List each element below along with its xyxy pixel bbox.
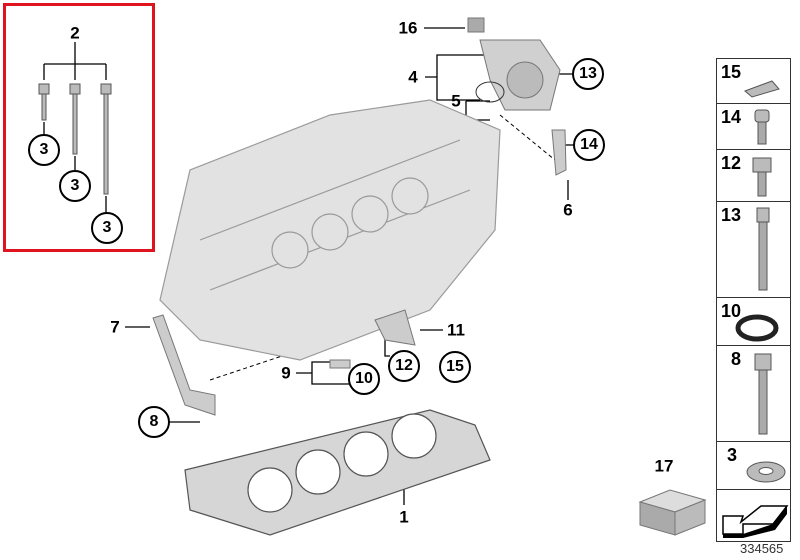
bracket-6 xyxy=(551,129,567,176)
washer-icon xyxy=(746,461,786,483)
callout-7[interactable]: 7 xyxy=(110,317,120,337)
part-tile-13[interactable]: 13 xyxy=(716,201,791,298)
navigation-arrow-button[interactable] xyxy=(716,489,791,542)
part-tile-14[interactable]: 14 xyxy=(716,103,791,150)
part-number: 10 xyxy=(721,301,742,321)
vacuum-pump xyxy=(467,17,561,111)
part-tile-12[interactable]: 12 xyxy=(716,149,791,202)
part-number: 12 xyxy=(721,153,742,173)
callout-12[interactable]: 12 xyxy=(388,350,420,382)
callout-9[interactable]: 9 xyxy=(281,363,291,383)
bolt-medium xyxy=(69,83,81,155)
small-parts-box xyxy=(638,489,707,536)
callout-6[interactable]: 6 xyxy=(563,200,573,220)
part-number: 13 xyxy=(721,205,742,225)
part-tile-8[interactable]: 8 xyxy=(716,345,791,442)
arrow-icon xyxy=(722,505,789,538)
sensor-9 xyxy=(329,359,351,369)
callout-2[interactable]: 2 xyxy=(70,23,80,43)
flange-bolt-icon xyxy=(754,353,772,435)
part-number: 8 xyxy=(731,349,742,369)
callout-8[interactable]: 8 xyxy=(138,406,170,438)
callout-15[interactable]: 15 xyxy=(439,351,471,383)
callout-13[interactable]: 13 xyxy=(572,58,604,90)
callout-1[interactable]: 1 xyxy=(399,507,409,527)
leader-lines xyxy=(43,27,575,505)
callout-3[interactable]: 3 xyxy=(91,212,123,244)
bracket-7 xyxy=(152,314,216,416)
callout-16[interactable]: 16 xyxy=(398,18,418,38)
callout-3[interactable]: 3 xyxy=(59,170,91,202)
bolt-long xyxy=(100,83,112,195)
part-tile-10[interactable]: 10 xyxy=(716,297,791,346)
part-number: 15 xyxy=(721,62,742,82)
bolt-short xyxy=(38,83,50,121)
socket-bolt-icon xyxy=(754,109,770,145)
callout-4[interactable]: 4 xyxy=(408,67,418,87)
part-tile-3[interactable]: 3 xyxy=(716,441,791,490)
clip-icon xyxy=(744,80,780,98)
hex-bolt-icon xyxy=(752,157,772,197)
callout-17[interactable]: 17 xyxy=(654,456,674,476)
callout-3[interactable]: 3 xyxy=(28,134,60,166)
o-ring-icon xyxy=(735,314,779,342)
diagram-reference-number: 334565 xyxy=(740,541,784,556)
highlighted-group xyxy=(3,3,155,252)
cylinder-head xyxy=(159,99,501,361)
callout-5[interactable]: 5 xyxy=(451,91,461,111)
callout-10[interactable]: 10 xyxy=(348,363,380,395)
bracket-11 xyxy=(374,309,416,346)
part-number: 3 xyxy=(727,445,738,465)
long-bolt-icon xyxy=(756,207,770,291)
callout-11[interactable]: 11 xyxy=(447,320,465,340)
callout-14[interactable]: 14 xyxy=(573,129,605,161)
part-number: 14 xyxy=(721,107,742,127)
head-gasket xyxy=(184,409,491,536)
part-tile-15[interactable]: 15 xyxy=(716,58,791,104)
